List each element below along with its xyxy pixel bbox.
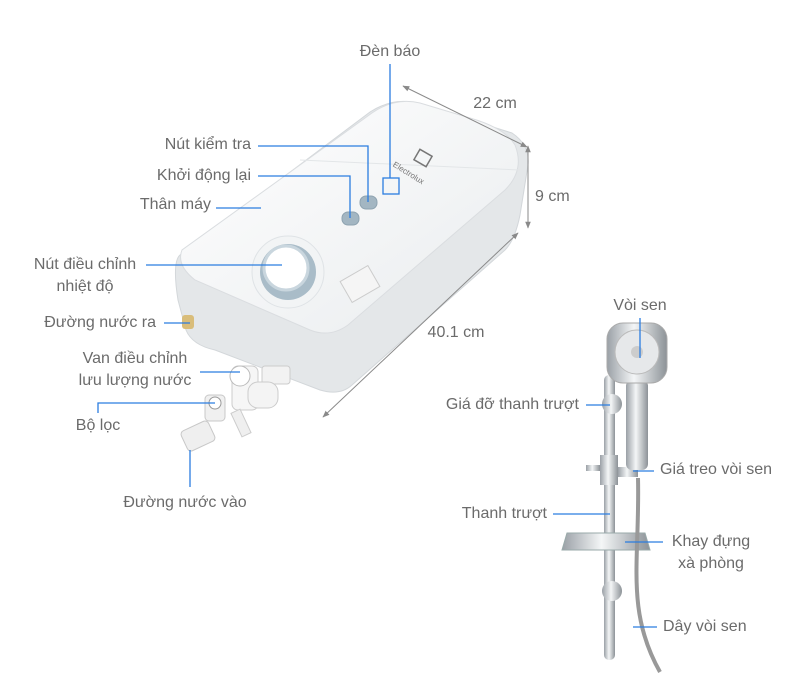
label-reset: Khởi động lại [156,167,251,184]
label-line: Nút điều chỉnh [33,256,137,273]
label-flow-valve: Van điều chỉnh lưu lượng nước [79,348,192,392]
label-line: lưu lượng nước [78,372,192,389]
dimension-arrows [322,85,531,418]
label-line: Van điều chỉnh [82,350,188,367]
electrolux-logo [412,148,434,168]
label-line: Khay đựng [671,533,751,550]
label-water-outlet: Đường nước ra [44,314,156,331]
label-body: Thân máy [139,196,211,213]
length-dimension: 40.1 cm [427,324,485,341]
label-soap-tray: Khay đựng xà phòng [672,531,750,575]
label-shower-head: Vòi sen [613,297,667,314]
width-dimension: 22 cm [473,95,517,112]
outlet-fitting [182,315,194,329]
label-slide-rail: Thanh trượt [461,505,547,522]
label-line: xà phòng [678,555,744,572]
depth-dimension: 9 cm [535,188,570,205]
label-rail-bracket: Giá đỡ thanh trượt [445,396,579,413]
label-water-inlet: Đường nước vào [123,494,247,511]
label-filter: Bộ lọc [75,417,121,434]
valve-and-filter [180,365,291,452]
label-line: nhiệt độ [56,278,114,295]
shower-set [561,322,668,673]
label-indicator: Đèn báo [359,43,421,60]
temperature-knob [251,235,325,309]
label-head-holder: Giá treo vòi sen [660,461,773,478]
label-test-button: Nút kiểm tra [164,136,251,153]
label-hose: Dây vòi sen [663,618,747,635]
leader-lines [97,64,663,628]
label-temperature-knob: Nút điều chỉnh nhiệt độ [34,254,136,298]
